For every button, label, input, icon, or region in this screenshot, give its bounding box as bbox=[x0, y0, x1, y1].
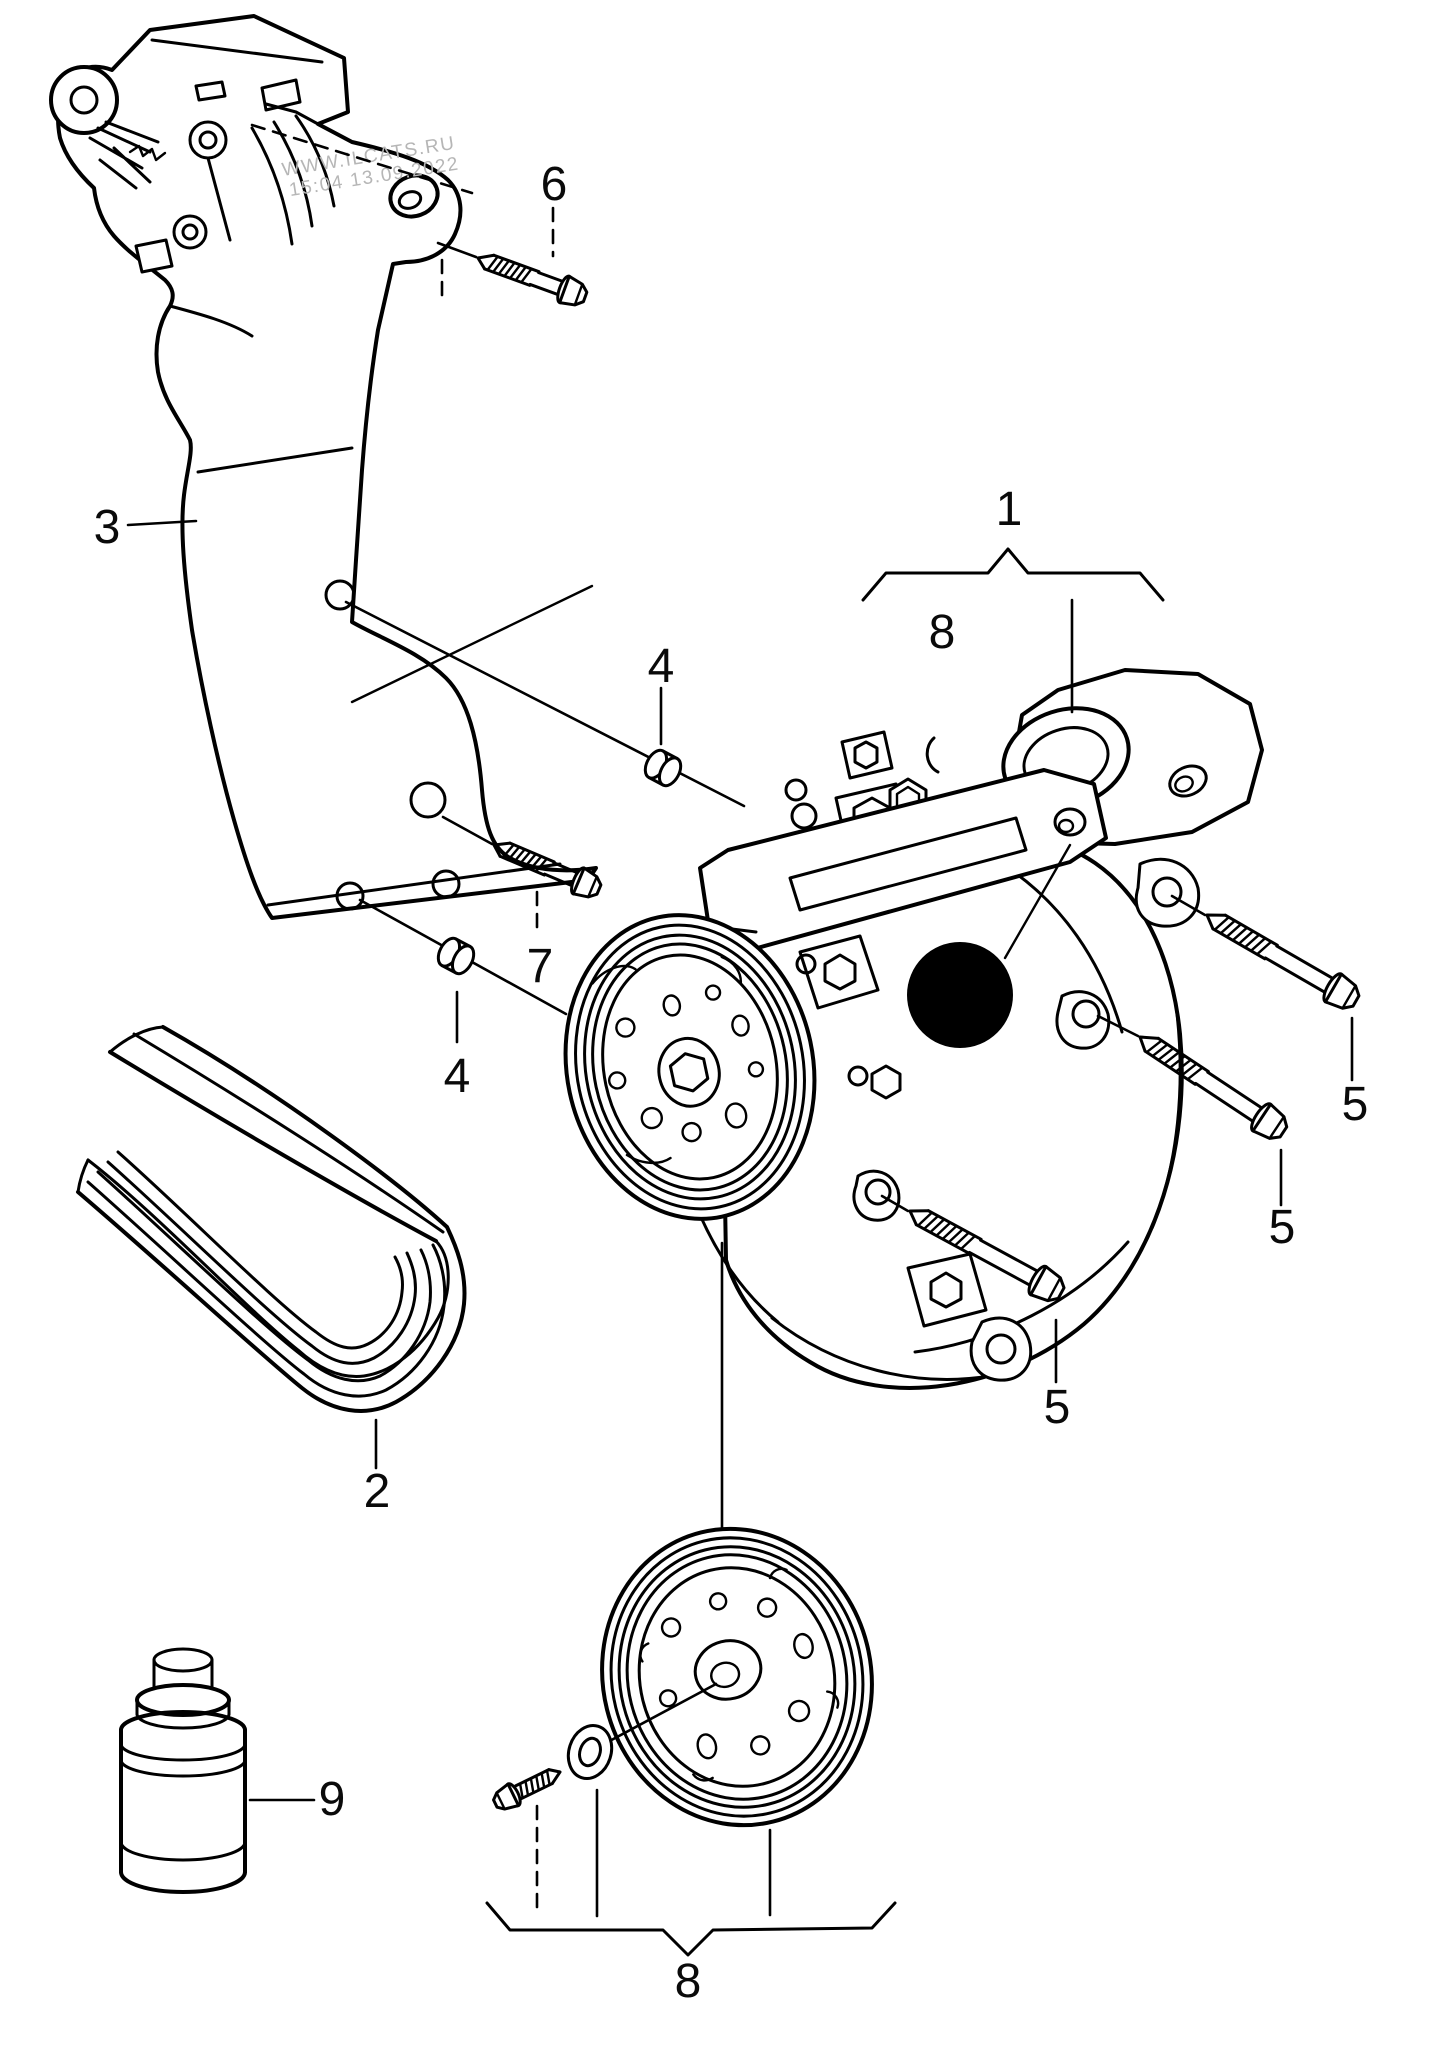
callout-5-bottom: 5 bbox=[1044, 1381, 1071, 1434]
callout-5-upper: 5 bbox=[1342, 1078, 1369, 1131]
pulley-assembly: 8 bbox=[485, 1241, 897, 2008]
bolt-5-bottom: 5 bbox=[880, 1194, 1071, 1434]
bolt-5-upper: 5 bbox=[1170, 894, 1369, 1131]
callout-4-lower: 4 bbox=[444, 1050, 471, 1103]
bolt-6: 6 bbox=[250, 123, 592, 312]
bracket-boss-hole bbox=[49, 65, 119, 135]
callout-8-top: 8 bbox=[929, 606, 956, 659]
washer bbox=[566, 1724, 614, 1780]
oil-bottle: 9 bbox=[119, 1647, 346, 1894]
bracket-callout: 3 bbox=[94, 501, 198, 554]
bushing-lower: 4 bbox=[358, 898, 568, 1103]
callout-9: 9 bbox=[319, 1773, 346, 1826]
bracket-hole-mid bbox=[409, 781, 447, 819]
brace-1 bbox=[861, 547, 1165, 602]
bracket-hole-upper bbox=[324, 579, 356, 611]
callout-8-bottom: 8 bbox=[675, 1955, 702, 2008]
callout-7: 7 bbox=[527, 940, 554, 993]
callout-2: 2 bbox=[364, 1465, 391, 1518]
redaction-dot bbox=[907, 942, 1013, 1048]
bushing-upper: 4 bbox=[344, 600, 746, 808]
callout-4-upper: 4 bbox=[648, 640, 675, 693]
bolt-5-mid: 5 bbox=[1096, 1014, 1296, 1254]
callout-5-mid: 5 bbox=[1269, 1201, 1296, 1254]
callout-1: 1 bbox=[996, 483, 1023, 536]
callout-6: 6 bbox=[541, 158, 568, 211]
assembly-callout-top: 1 8 bbox=[861, 483, 1165, 714]
callout-line-3 bbox=[126, 519, 198, 527]
belt: 2 bbox=[76, 1025, 467, 1518]
bracket-part bbox=[49, 14, 598, 920]
compressor-pulley bbox=[563, 913, 817, 1221]
callout-3: 3 bbox=[94, 501, 121, 554]
brace-8 bbox=[485, 1901, 897, 1957]
compressor bbox=[563, 668, 1264, 1390]
bolt-7: 7 bbox=[441, 815, 606, 993]
